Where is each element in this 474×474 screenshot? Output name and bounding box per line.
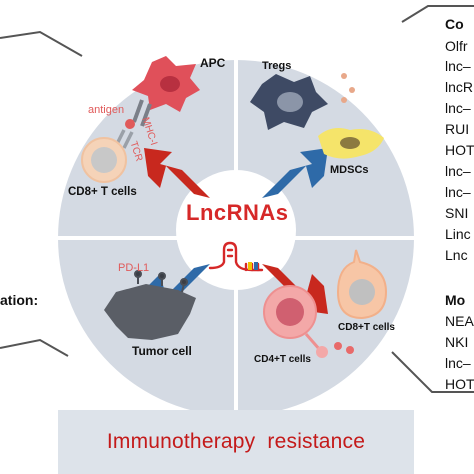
callout-line-bottom-right bbox=[391, 351, 474, 393]
right-item-12: NEA bbox=[445, 313, 474, 329]
right-item-10: Linc bbox=[445, 226, 471, 242]
mdscs-nucleus bbox=[340, 137, 360, 149]
right-item-14: lnc– bbox=[445, 355, 471, 371]
cd8-tcell-top-left-nucleus bbox=[91, 147, 117, 173]
mhc-receptor-icon bbox=[132, 99, 152, 127]
label-apc: APC bbox=[200, 56, 226, 70]
label-antigen: antigen bbox=[88, 104, 125, 116]
apc-nucleus bbox=[160, 76, 180, 92]
label-cd8-tcells-bottom: CD8+T cells bbox=[338, 322, 395, 333]
resistance-text: Immunotherapy resistance bbox=[106, 430, 366, 453]
right-item-2: lnc– bbox=[445, 58, 471, 74]
label-cd4-tcells: CD4+T cells bbox=[254, 354, 311, 365]
callout-line-top-right bbox=[401, 5, 474, 23]
resistance-banner: Immunotherapy resistance bbox=[58, 410, 414, 474]
arrow-top-right bbox=[262, 148, 328, 198]
label-tregs: Tregs bbox=[262, 60, 292, 72]
right-item-6: HOT bbox=[445, 142, 474, 158]
cd4-tcell-tail bbox=[304, 333, 322, 351]
callout-line-top-left bbox=[0, 30, 83, 57]
right-item-5: RUI bbox=[445, 121, 470, 137]
right-item-13: NKI bbox=[445, 334, 469, 350]
lncrna-marker-blue bbox=[254, 262, 258, 270]
lncrna-marker-yellow bbox=[248, 262, 252, 270]
right-item-9: SNI bbox=[445, 205, 469, 221]
right-item-1: Olfr bbox=[445, 38, 468, 54]
callout-line-bottom-left bbox=[0, 338, 69, 357]
right-section2-title: Mo bbox=[445, 292, 466, 308]
tregs-nucleus bbox=[277, 92, 303, 112]
pdl1-ligand-icon bbox=[134, 270, 188, 293]
right-item-8: lnc– bbox=[445, 184, 471, 200]
right-item-15: HOT bbox=[445, 376, 474, 392]
cd4-dot-2 bbox=[346, 346, 354, 354]
treg-dot-1 bbox=[341, 73, 347, 79]
right-item-11: Lnc bbox=[445, 247, 468, 263]
cd4-dot-1 bbox=[334, 342, 342, 350]
label-tumor-cell: Tumor cell bbox=[132, 344, 192, 358]
treg-dot-2 bbox=[349, 87, 355, 93]
right-item-4: lnc– bbox=[445, 100, 471, 116]
antigen-icon bbox=[125, 119, 135, 129]
label-pdl1: PD-L1 bbox=[118, 262, 150, 274]
arrow-top-left bbox=[144, 148, 210, 198]
cd4-tcell-tail-end bbox=[316, 346, 328, 358]
right-section1-title: Co bbox=[445, 16, 464, 32]
right-item-3: lncR bbox=[445, 79, 474, 95]
treg-dot-3 bbox=[341, 97, 347, 103]
cd8-tcell-bottom-right-nucleus bbox=[349, 279, 375, 305]
tumor-cell-shape bbox=[104, 284, 196, 340]
left-partial-label: ation: bbox=[0, 292, 39, 308]
cd4-tcell-nucleus bbox=[276, 298, 304, 326]
label-mdscs: MDSCs bbox=[330, 164, 369, 176]
right-item-7: lnc– bbox=[445, 163, 471, 179]
center-title: LncRNAs bbox=[186, 200, 289, 225]
label-cd8-tcells-top: CD8+ T cells bbox=[68, 186, 137, 198]
center-circle bbox=[176, 170, 296, 290]
